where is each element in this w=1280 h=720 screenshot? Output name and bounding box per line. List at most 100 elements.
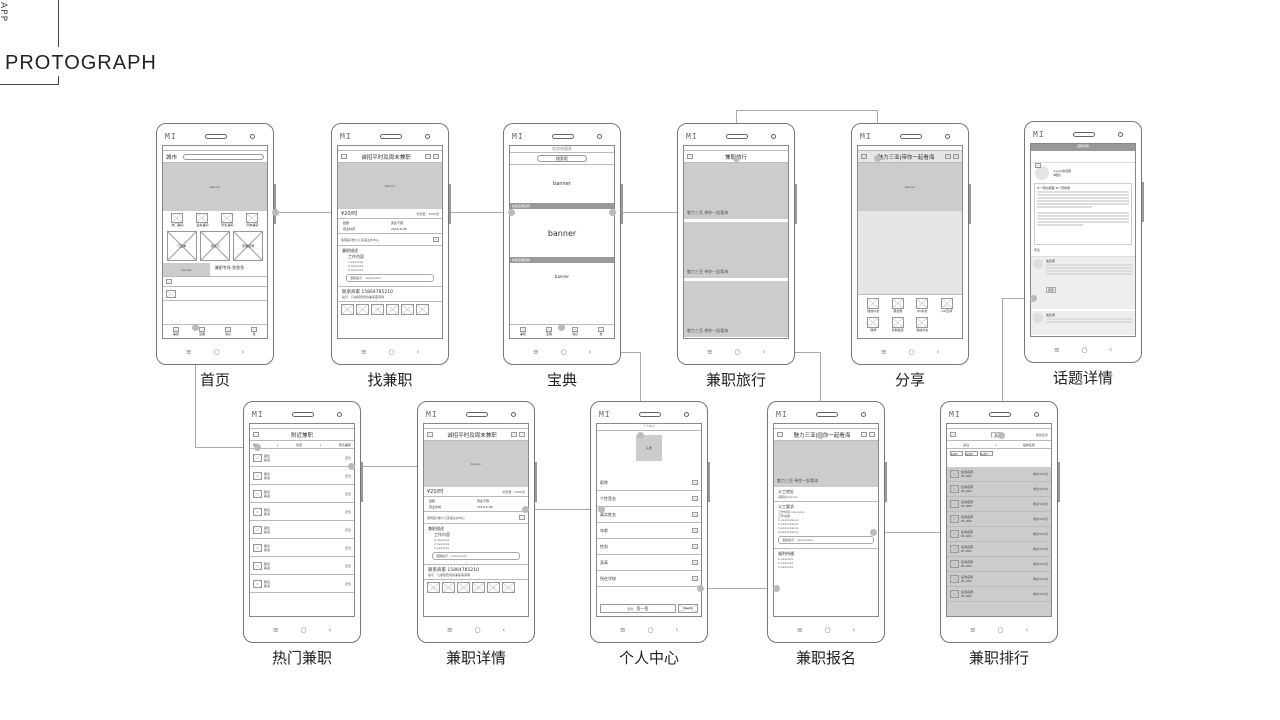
field-height[interactable]: 身高 xyxy=(597,555,701,571)
job-list-item[interactable]: 职位薪资定位 xyxy=(250,449,354,467)
flow-connector xyxy=(873,532,953,533)
field-realname[interactable]: 真实姓名 xyxy=(597,507,701,523)
connector-dot xyxy=(637,432,644,439)
filter-nearby[interactable]: 附近兼职 xyxy=(338,442,351,447)
contact-merchant[interactable]: 联系商家 15864785210 xyxy=(428,568,479,573)
share-copy-link[interactable]: 复制链接 xyxy=(886,316,911,336)
travel-card[interactable]: 魅力三亚 带你一起看海 xyxy=(684,163,788,219)
rewrite-button[interactable]: Rewrite xyxy=(678,604,698,613)
sign-in-button[interactable]: 积分签一签 xyxy=(600,604,676,613)
back-icon[interactable]: ‹ xyxy=(241,348,245,356)
category-hot[interactable]: 热门兼职 xyxy=(171,213,184,227)
map-icon[interactable] xyxy=(519,515,525,520)
back-icon[interactable] xyxy=(341,154,347,159)
tile-internship[interactable]: 找实习 xyxy=(199,231,230,261)
reply-button[interactable]: 回复 xyxy=(1046,287,1057,293)
map-icon[interactable] xyxy=(433,237,439,242)
tab-jobs[interactable]: 兼职 xyxy=(519,327,526,336)
connector-dot xyxy=(697,585,704,592)
category-nearby[interactable]: 附近兼职 xyxy=(221,213,234,227)
job-list-item[interactable]: 职位薪资定位 xyxy=(250,485,354,503)
tab-guide[interactable]: 宝典 xyxy=(545,327,552,336)
tab-jobs[interactable]: 兼职 xyxy=(172,327,179,336)
view-count: 浏览量：1000次 xyxy=(416,211,439,216)
city-selector[interactable]: 城市 xyxy=(166,154,178,161)
category-weekend[interactable]: 周末兼职 xyxy=(246,213,259,227)
filter-latest[interactable]: 最新任务 xyxy=(1022,442,1035,447)
share-wechat-friend[interactable]: 微信好友 xyxy=(861,298,886,317)
tab-me[interactable]: 我 xyxy=(250,327,257,336)
job-list-item[interactable]: 职位薪资定位 xyxy=(250,521,354,539)
search-input[interactable] xyxy=(183,153,264,160)
camera xyxy=(250,134,255,139)
share-icon[interactable] xyxy=(425,154,431,159)
image-placeholder-icon xyxy=(171,213,184,223)
search-input[interactable]: 搜索框 xyxy=(537,155,587,162)
share-my-friends[interactable]: 我的好友 xyxy=(910,316,935,336)
field-nickname[interactable]: 昵称 xyxy=(597,475,701,491)
field-gender[interactable]: 性别 xyxy=(597,539,701,555)
banner[interactable]: banner xyxy=(547,228,577,238)
filter-follow[interactable]: 关注 xyxy=(963,442,970,447)
back-icon[interactable] xyxy=(1035,163,1041,168)
home-icon[interactable]: ○ xyxy=(213,348,220,356)
share-qzone[interactable]: QQ空间 xyxy=(935,298,960,317)
job-list-item[interactable]: 职位薪资定位 xyxy=(250,539,354,557)
job-address[interactable]: 紫荆园2楼少儿英语主办中心 xyxy=(341,237,379,242)
field-school[interactable]: 所在学校 xyxy=(597,571,701,587)
avatar[interactable]: 头像 xyxy=(636,435,662,461)
screen-label-topic: 话题详情 xyxy=(1052,369,1113,387)
tag-chip[interactable]: 标签1 xyxy=(950,451,963,456)
home-banner[interactable]: banner xyxy=(163,163,267,211)
banner[interactable]: banner xyxy=(554,273,570,279)
tab-messages[interactable]: 消息 xyxy=(571,327,578,336)
tab-guide[interactable]: 宝典 xyxy=(198,327,205,336)
back-icon[interactable] xyxy=(861,154,867,159)
tab-messages[interactable]: 消息 xyxy=(224,327,231,336)
tag-chip[interactable]: 标签2 xyxy=(965,451,978,456)
travel-card[interactable]: 魅力三亚 带你一起看海 xyxy=(684,222,788,278)
phone-detail: MI 诚招平时及周末兼职 banner ¥20/时浏览量：1000次 结账男女不… xyxy=(417,401,537,643)
category-new[interactable]: 最新兼职 xyxy=(196,213,209,227)
promo-banner[interactable]: banner xyxy=(163,263,210,276)
share-moments[interactable]: 朋友圈 xyxy=(886,298,911,317)
menu-icon[interactable]: ≡ xyxy=(185,348,192,356)
favorite-icon[interactable] xyxy=(433,154,439,159)
contact-merchant[interactable]: 联系商家 15864785210 xyxy=(342,290,393,295)
tile-store[interactable]: 门店单 xyxy=(166,231,197,261)
banner[interactable]: banner xyxy=(553,181,571,187)
back-icon[interactable] xyxy=(253,432,259,437)
field-age[interactable]: 年龄 xyxy=(597,523,701,539)
image-placeholder-icon xyxy=(246,213,259,223)
back-icon[interactable] xyxy=(777,432,783,437)
avatar[interactable] xyxy=(1035,166,1049,180)
back-icon[interactable] xyxy=(687,154,693,159)
job-list-item[interactable]: 职位薪资定位 xyxy=(250,467,354,485)
tab-me[interactable]: 我 xyxy=(597,327,604,336)
my-tasks-link[interactable]: 我的任务 xyxy=(1035,432,1048,437)
field-signature[interactable]: 个性签名 xyxy=(597,491,701,507)
job-address[interactable]: 紫荆园2楼少儿英语主办中心 xyxy=(427,515,465,520)
back-icon[interactable] xyxy=(427,432,433,437)
back-icon[interactable] xyxy=(950,432,956,437)
job-list-item[interactable]: 职位薪资定位 xyxy=(250,557,354,575)
share-qq-friend[interactable]: QQ好友 xyxy=(910,298,935,317)
travel-card[interactable]: 魅力三亚 带你一起看海 xyxy=(684,281,788,337)
flow-connector xyxy=(612,212,686,213)
tag-chip[interactable]: 标签3 xyxy=(980,451,993,456)
job-list-item[interactable]: 职位薪资定位 xyxy=(250,503,354,521)
filter-location[interactable]: 位置 xyxy=(295,442,302,447)
tile-tutor[interactable]: 家教招聘 xyxy=(233,231,264,261)
job-list-item[interactable]: 职位薪资定位 xyxy=(250,575,354,593)
share-icon[interactable] xyxy=(945,154,951,159)
share-weibo[interactable]: 微博 xyxy=(861,316,886,336)
